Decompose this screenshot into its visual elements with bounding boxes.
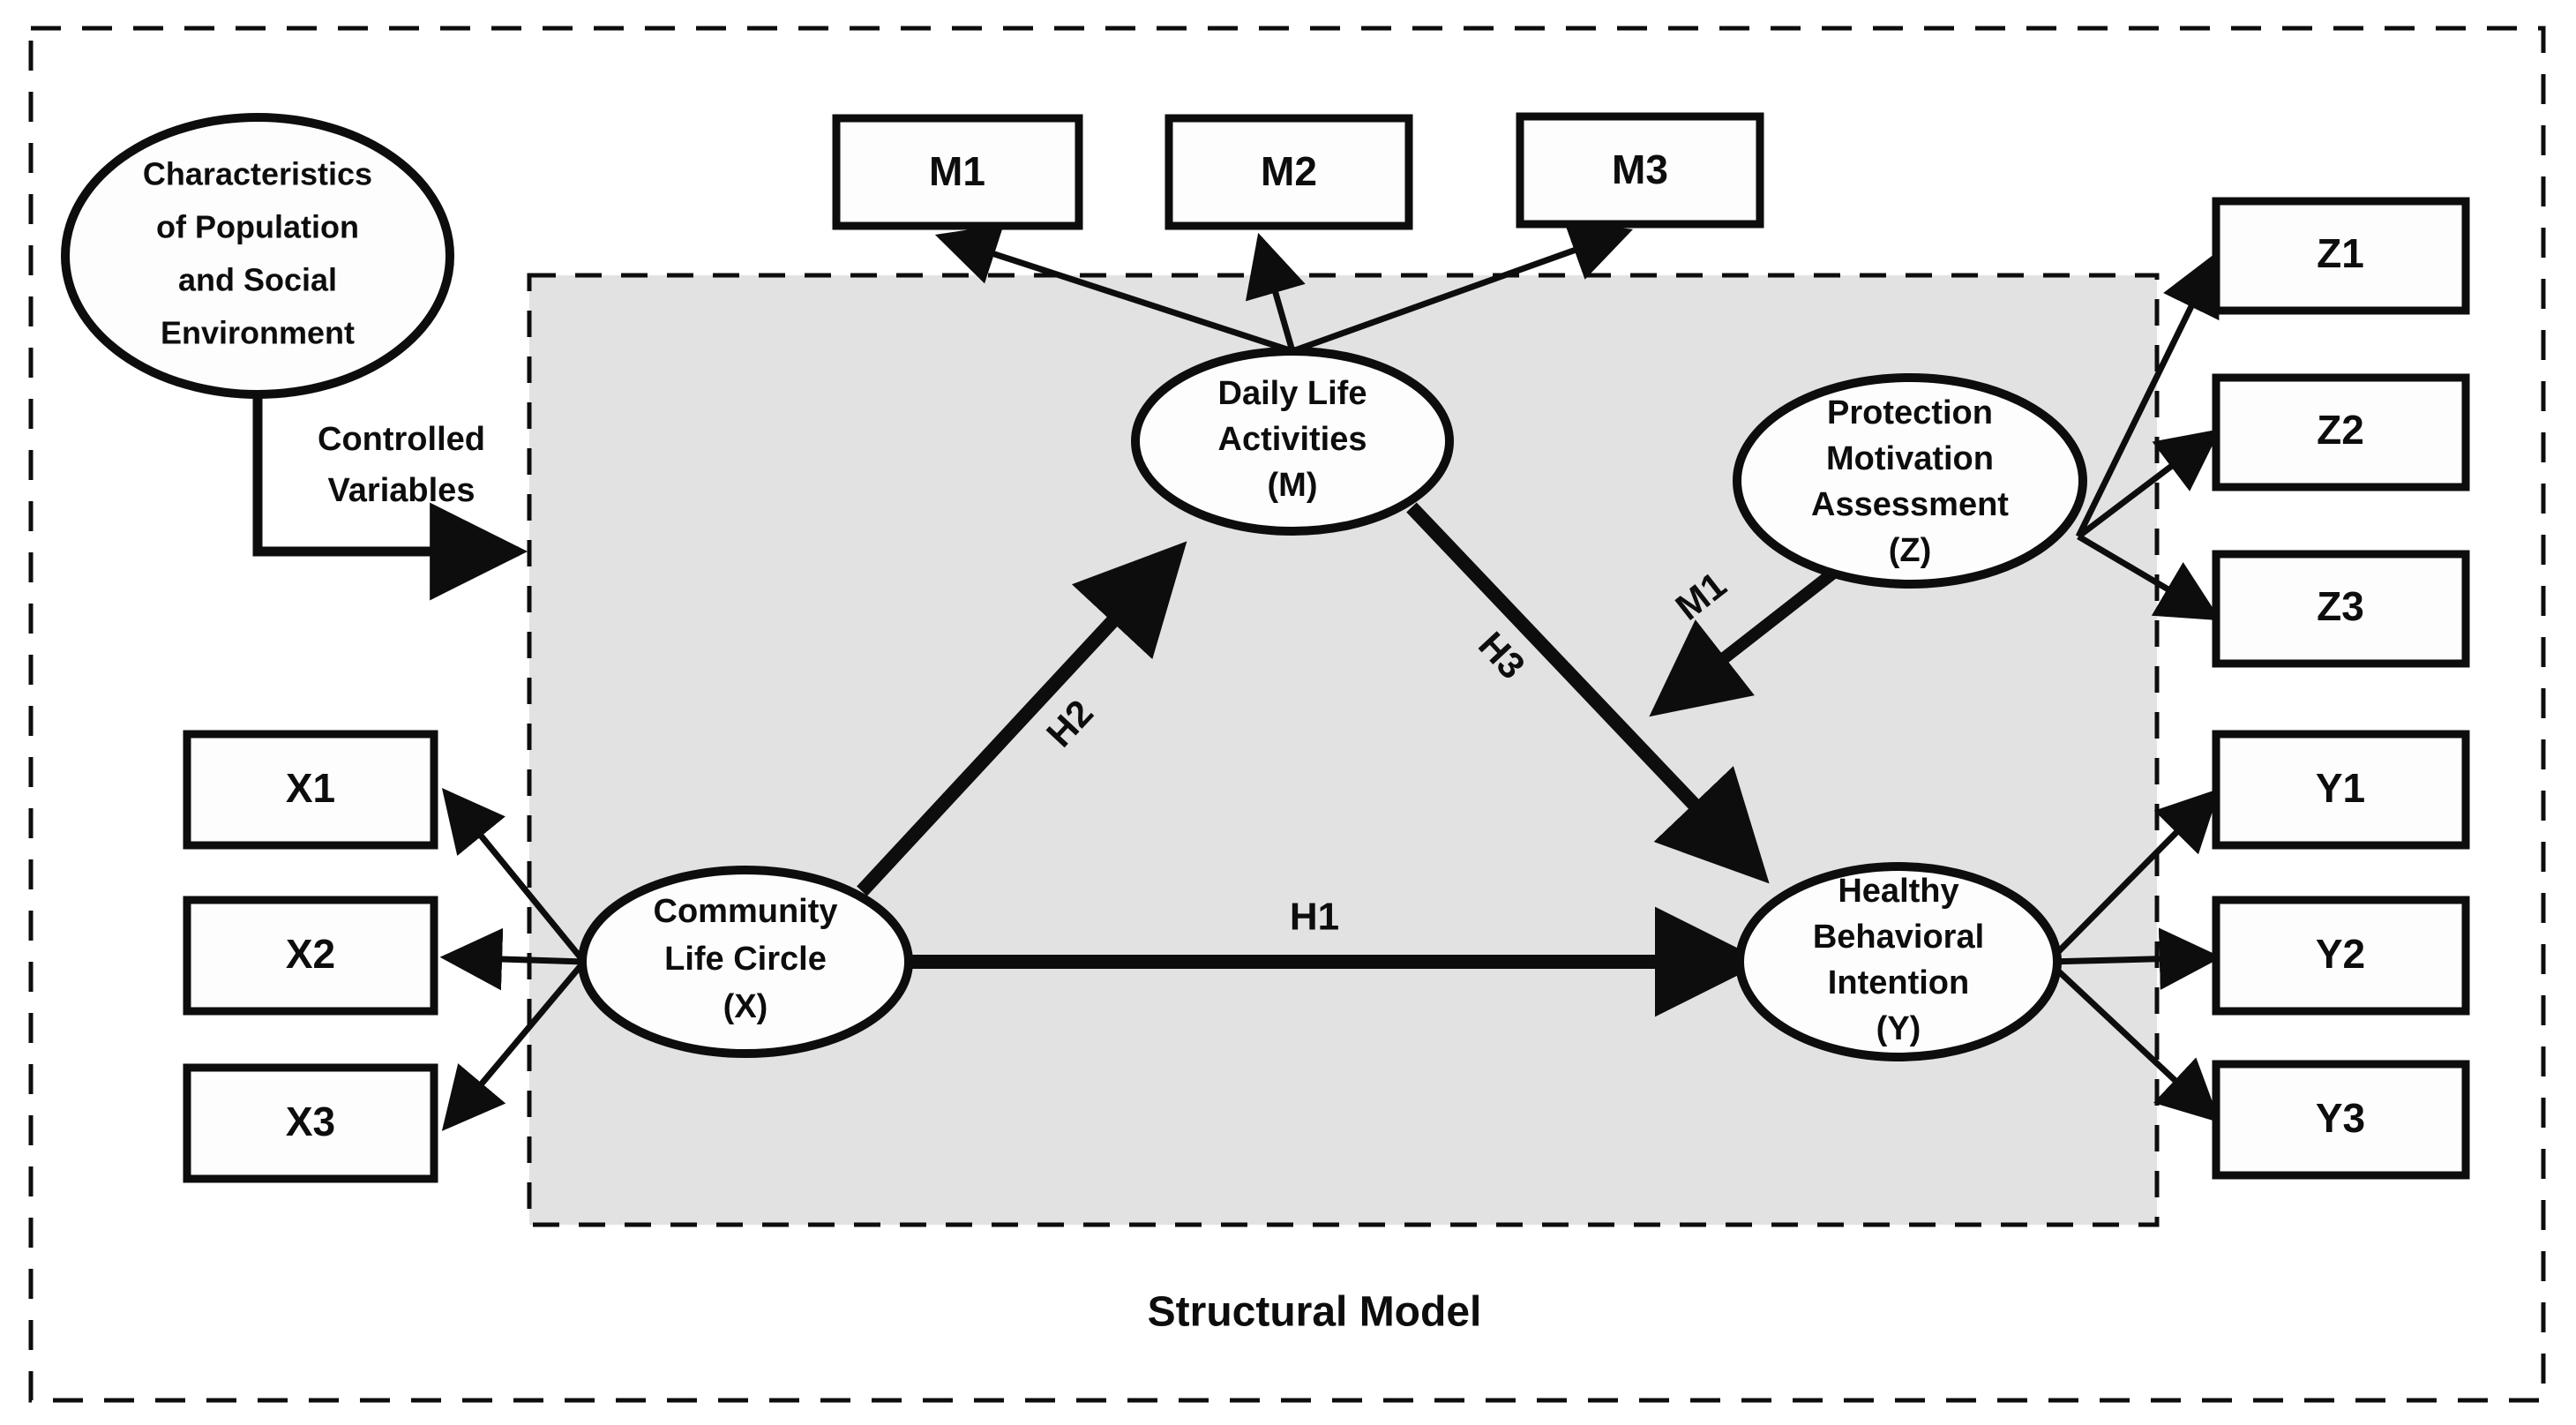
indicator-box-y2[interactable]: Y2 (2212, 896, 2470, 1016)
edge-label-controlled-line1: Controlled (318, 421, 485, 458)
indicator-label-x1: X1 (286, 765, 335, 811)
edge-x-to-x3 (441, 959, 587, 1131)
edge-y-to-y2 (2048, 927, 2222, 990)
latent-label-y-line4: (Y) (1876, 1010, 1921, 1047)
latent-label-characteristics-line3: and Social (178, 262, 337, 298)
indicator-box-y3[interactable]: Y3 (2212, 1060, 2470, 1180)
latent-label-characteristics-line1: Characteristics (143, 156, 372, 192)
latent-label-y-line3: Intention (1828, 964, 1969, 1001)
indicator-label-x2: X2 (286, 931, 335, 977)
indicator-box-x2[interactable]: X2 (183, 896, 438, 1016)
indicator-box-m2[interactable]: M2 (1164, 114, 1413, 230)
edge-z-to-z2 (2076, 429, 2221, 539)
latent-label-z-line1: Protection (1827, 394, 1993, 431)
latent-label-m-line3: (M) (1268, 467, 1318, 504)
edge-label-controlled-line2: Variables (328, 472, 476, 509)
latent-label-x-line1: Community (654, 893, 838, 930)
indicator-label-x3: X3 (286, 1099, 335, 1144)
indicator-box-z2[interactable]: Z2 (2212, 373, 2470, 491)
latent-node-characteristics[interactable]: Characteristics of Population and Social… (61, 113, 454, 399)
edge-z-to-z1 (2075, 251, 2220, 538)
latent-label-m-line2: Activities (1218, 421, 1367, 458)
indicator-box-x3[interactable]: X3 (183, 1063, 438, 1183)
edge-y-to-y1 (2046, 788, 2220, 964)
latent-label-y-line1: Healthy (1838, 873, 1958, 910)
edge-h2-x-to-m (857, 541, 1187, 896)
latent-node-community-life-circle[interactable]: Community Life Circle (X) (578, 866, 913, 1058)
latent-label-y-line2: Behavioral (1813, 919, 1984, 956)
edge-m-to-m1 (934, 224, 1294, 355)
indicator-label-z3: Z3 (2317, 583, 2364, 629)
indicator-box-m1[interactable]: M1 (832, 114, 1083, 230)
diagram-caption: Structural Model (1148, 1289, 1482, 1336)
indicator-label-z1: Z1 (2317, 230, 2364, 276)
latent-node-protection-motivation[interactable]: Protection Motivation Assessment (Z) (1733, 373, 2087, 589)
latent-label-z-line3: Assessment (1811, 486, 2009, 523)
indicator-label-y2: Y2 (2316, 931, 2365, 977)
edge-x-to-x1 (441, 788, 587, 964)
indicator-box-z3[interactable]: Z3 (2212, 550, 2470, 668)
edge-z-to-z3 (2077, 533, 2221, 621)
indicator-label-m2: M2 (1261, 148, 1317, 194)
indicator-label-y1: Y1 (2316, 765, 2365, 811)
edge-h3-m-to-y (1406, 502, 1770, 884)
indicator-box-z1[interactable]: Z1 (2212, 197, 2470, 315)
path-label-h1: H1 (1290, 896, 1339, 939)
latent-node-healthy-behavioral-intention[interactable]: Healthy Behavioral Intention (Y) (1735, 862, 2062, 1061)
edge-controlled-variables (252, 395, 528, 601)
indicator-label-m1: M1 (929, 148, 985, 194)
indicator-label-m3: M3 (1612, 146, 1668, 192)
latent-label-z-line4: (Z) (1889, 532, 1932, 569)
indicator-box-m3[interactable]: M3 (1516, 112, 1764, 229)
latent-label-characteristics-line4: Environment (161, 315, 355, 351)
latent-label-z-line2: Motivation (1826, 440, 1994, 477)
edge-y-to-y3 (2046, 959, 2220, 1123)
latent-label-x-line3: (X) (723, 988, 768, 1025)
indicator-box-x1[interactable]: X1 (183, 730, 438, 850)
edge-m1-moderation (1649, 559, 1848, 717)
latent-label-m-line1: Daily Life (1218, 375, 1367, 412)
latent-node-daily-life-activities[interactable]: Daily Life Activities (M) (1131, 347, 1454, 536)
latent-label-characteristics-line2: of Population (156, 209, 359, 245)
indicator-box-y1[interactable]: Y1 (2212, 730, 2470, 850)
indicator-label-z2: Z2 (2317, 407, 2364, 453)
edge-m-to-m3 (1291, 221, 1634, 355)
overall-model-frame (28, 26, 2546, 1403)
edge-x-to-x2 (439, 927, 585, 991)
indicator-label-y3: Y3 (2316, 1095, 2365, 1141)
latent-label-x-line2: Life Circle (664, 941, 827, 978)
edge-m-to-m2 (1245, 232, 1306, 352)
